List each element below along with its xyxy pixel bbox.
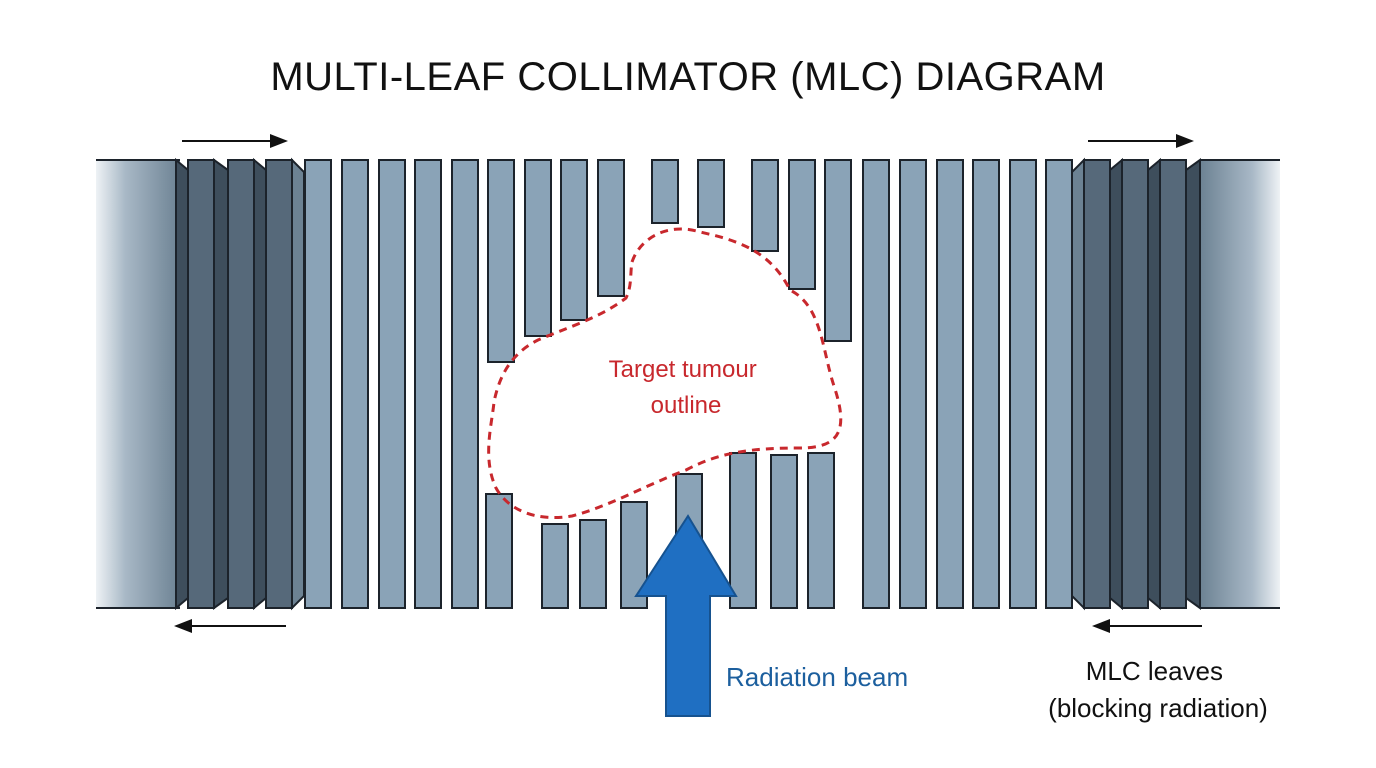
right-full-leaves <box>862 159 1073 609</box>
left-stacked-leaf <box>265 159 293 609</box>
upper-leaf-bank <box>487 159 852 363</box>
tumour-label: Target tumour outline <box>609 356 764 419</box>
leaves-label: MLC leaves (blocking radiation) <box>1048 656 1268 723</box>
left-leaf-stack <box>175 157 305 611</box>
left-stacked-leaf <box>213 158 229 610</box>
mlc-leaf <box>304 159 332 609</box>
mlc-leaf <box>899 159 927 609</box>
left-housing-block <box>96 160 180 608</box>
mlc-leaf <box>378 159 406 609</box>
upper-leaf <box>651 159 679 224</box>
right-stacked-leaf <box>1071 157 1085 611</box>
upper-leaf <box>487 159 515 363</box>
right-stacked-leaf <box>1185 158 1201 610</box>
left-stacked-leaf <box>227 159 255 609</box>
leaves-label-line-2: (blocking radiation) <box>1048 693 1268 723</box>
right-stacked-leaf <box>1147 157 1161 611</box>
diagram-title: MULTI-LEAF COLLIMATOR (MLC) DIAGRAM <box>270 55 1105 99</box>
arrow-right-icon <box>270 134 288 148</box>
left-stacked-leaf <box>187 159 215 609</box>
lower-leaf <box>541 523 569 609</box>
right-stacked-leaf <box>1109 157 1123 611</box>
left-full-leaves <box>304 159 479 609</box>
lower-leaf <box>807 452 835 609</box>
upper-leaf <box>824 159 852 342</box>
mlc-leaf <box>1009 159 1037 609</box>
mlc-leaf <box>862 159 890 609</box>
mlc-leaf <box>451 159 479 609</box>
arrow-right-icon <box>1176 134 1194 148</box>
right-leaf-stack <box>1071 157 1201 611</box>
lower-leaf <box>770 454 798 609</box>
left-stacked-leaf <box>253 157 267 611</box>
left-stacked-leaf <box>175 157 189 611</box>
lower-leaf <box>729 452 757 609</box>
upper-leaf <box>697 159 725 228</box>
upper-leaf <box>524 159 552 337</box>
upper-leaf <box>560 159 588 321</box>
motion-arrows <box>174 134 1202 633</box>
beam-label: Radiation beam <box>726 662 908 692</box>
mlc-leaf <box>936 159 964 609</box>
lower-leaf <box>579 519 607 609</box>
arrow-left-icon <box>174 619 192 633</box>
right-stacked-leaf <box>1159 159 1187 609</box>
mlc-leaf <box>414 159 442 609</box>
mlc-leaf <box>1045 159 1073 609</box>
upper-leaf <box>597 159 625 297</box>
tumour-label-line-1: Target tumour <box>609 356 757 383</box>
right-housing-block <box>1200 160 1280 608</box>
tumour-outline <box>487 227 843 520</box>
lower-leaf <box>485 493 513 609</box>
radiation-beam-arrow-icon <box>634 514 738 717</box>
right-stacked-leaf <box>1121 159 1149 609</box>
leaves-label-line-1: MLC leaves <box>1086 656 1223 686</box>
tumour-label-line-2: outline <box>651 392 722 419</box>
arrow-left-icon <box>1092 619 1110 633</box>
mlc-leaf <box>972 159 1000 609</box>
mlc-leaf <box>341 159 369 609</box>
upper-leaf <box>751 159 779 252</box>
right-stacked-leaf <box>1083 159 1111 609</box>
left-stacked-leaf <box>291 157 305 611</box>
upper-leaf <box>788 159 816 290</box>
